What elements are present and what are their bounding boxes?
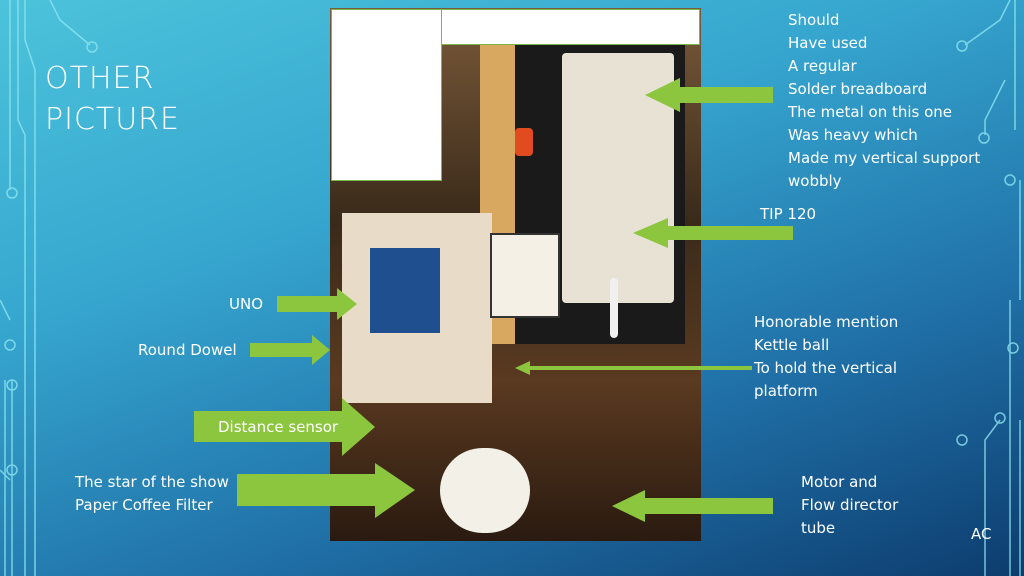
motor-note: Motor and Flow director tube <box>801 471 898 540</box>
note-line: platform <box>754 382 818 400</box>
arrow-motor <box>612 490 773 522</box>
uno-label: UNO <box>229 295 264 313</box>
arrow-distance-sensor <box>194 398 375 456</box>
slide-title: OTHER PICTURE <box>45 58 180 140</box>
distance-sensor-label: Distance sensor <box>218 418 339 436</box>
white-box-top <box>441 9 700 45</box>
arrow-breadboard <box>645 78 773 112</box>
note-line: Solder breadboard <box>788 80 928 98</box>
arrow-dowel <box>250 335 330 365</box>
note-line: Was heavy which <box>788 126 918 144</box>
note-line: A regular <box>788 57 857 75</box>
note-line: Honorable mention <box>754 313 899 331</box>
note-line: Flow director <box>801 496 899 514</box>
dowel-label: Round Dowel <box>138 341 237 359</box>
note-line: Made my vertical support <box>788 149 981 167</box>
note-line: Should <box>788 11 840 29</box>
filter-note: The star of the show Paper Coffee Filter <box>75 471 229 517</box>
note-line: Kettle ball <box>754 336 830 354</box>
white-box-left <box>331 9 442 181</box>
note-line: The metal on this one <box>788 103 953 121</box>
note-line: Paper Coffee Filter <box>75 496 213 514</box>
tip120-label: TIP 120 <box>760 205 817 223</box>
note-line: Have used <box>788 34 868 52</box>
note-line: Motor and <box>801 473 878 491</box>
note-line: tube <box>801 519 836 537</box>
note-line: The star of the show <box>75 473 229 491</box>
note-line: wobbly <box>788 172 842 190</box>
arrow-kettle <box>515 361 752 375</box>
breadboard-note: Should Have used A regular Solder breadb… <box>788 9 980 193</box>
arrow-uno <box>277 288 357 320</box>
arrow-tip120 <box>633 218 793 248</box>
title-line-2: PICTURE <box>45 102 180 137</box>
kettle-note: Honorable mention Kettle ball To hold th… <box>754 311 898 403</box>
footer-initials: AC <box>971 525 992 543</box>
arrow-filter <box>237 463 415 518</box>
title-line-1: OTHER <box>45 61 155 96</box>
note-line: To hold the vertical <box>754 359 898 377</box>
